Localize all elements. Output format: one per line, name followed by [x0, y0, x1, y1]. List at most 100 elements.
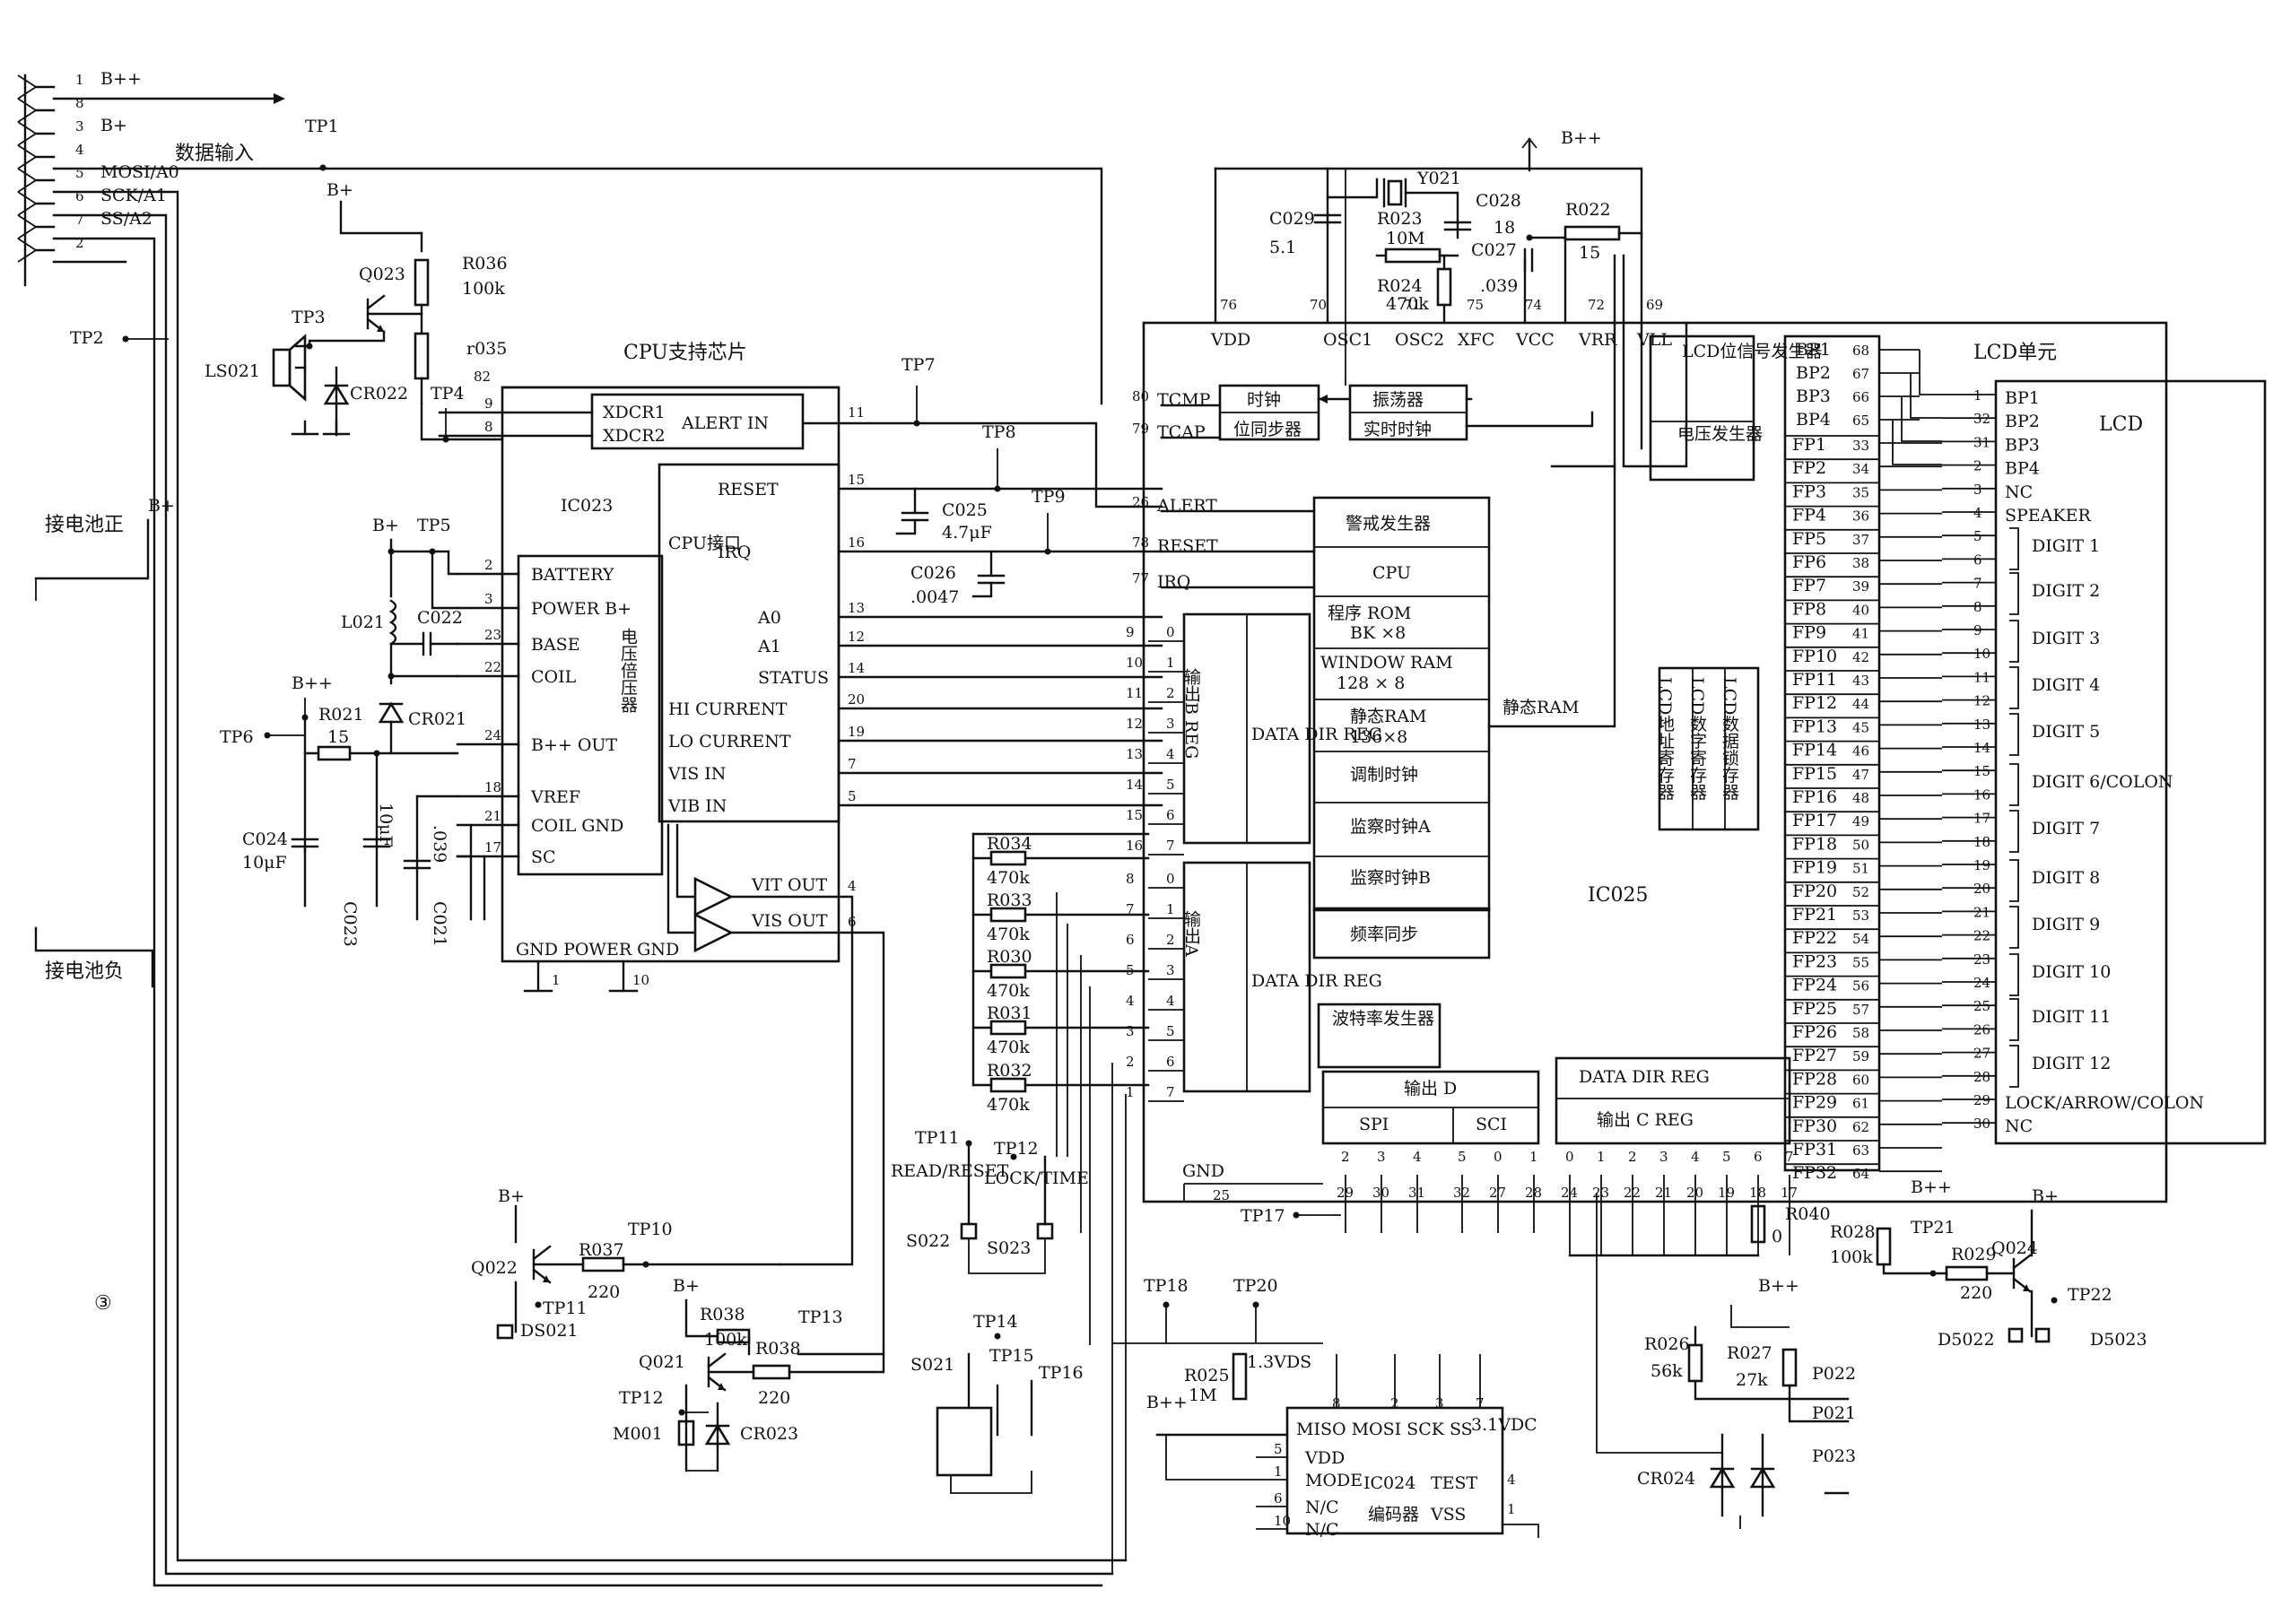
lcd-pin-num: 9	[1973, 622, 1982, 638]
ic025-ref: IC025	[1588, 884, 1649, 907]
port-b-bit: 6	[1166, 807, 1175, 823]
fp-name: FP2	[1792, 458, 1826, 478]
q021-ref: Q021	[639, 1352, 685, 1372]
ic024-vss-num: 1	[1507, 1501, 1516, 1517]
port-d-bit: 1	[1529, 1149, 1538, 1165]
fp-pin: 33	[1852, 438, 1869, 454]
fp-pin: 63	[1852, 1142, 1869, 1159]
port-b-pin: 12	[1126, 716, 1143, 732]
lcd-reg-label: LCD数据锁存器	[1720, 677, 1739, 800]
fp-pin: 53	[1852, 908, 1869, 924]
r036-resistor	[414, 258, 430, 307]
fp-pin: 55	[1852, 954, 1869, 970]
ic023-cpu-name: A1	[757, 637, 781, 656]
r025-resistor	[1232, 1352, 1248, 1401]
ic023-title: CPU支持芯片	[623, 342, 747, 364]
r036-val: 100k	[462, 279, 505, 299]
lcd-pin-num: 32	[1973, 411, 1990, 427]
static-ram-bus-label: 静态RAM	[1502, 698, 1579, 717]
ic025-left-num: 26	[1132, 494, 1149, 510]
lcd-pin-num: 26	[1973, 1021, 1990, 1038]
osc-label: 振荡器	[1372, 390, 1424, 410]
top-rail	[1214, 167, 1643, 239]
lcd-voltage-gen-label: 电压发生器	[1677, 424, 1763, 444]
junction-dot	[2051, 1297, 2058, 1304]
fp-pin: 41	[1852, 626, 1869, 642]
q024-transistor	[2012, 1254, 2032, 1270]
lcd-pin-num: 15	[1973, 763, 1990, 779]
r026-ref: R026	[1644, 1334, 1690, 1354]
ic024-top-pin: 7	[1476, 1395, 1485, 1411]
cpu-stack	[1312, 496, 1491, 912]
ic025-left-num: 80	[1132, 388, 1149, 404]
r028-resistor	[1876, 1227, 1892, 1266]
vit-in-wire	[675, 823, 697, 899]
port-a-bit: 2	[1166, 932, 1175, 948]
ic023-alert-in: ALERT IN	[681, 413, 769, 433]
lcd-pin-num: 18	[1973, 834, 1990, 850]
ic023-xdcr-name: XDCR1	[603, 403, 666, 422]
port-d-bit: 4	[1413, 1149, 1422, 1165]
fp-name: FP32	[1792, 1163, 1837, 1183]
digit-bracket	[2009, 859, 2019, 902]
fp-pin: 47	[1852, 767, 1869, 783]
vit-out-route	[779, 895, 854, 1266]
vis-out-label: VIS OUT	[751, 911, 828, 931]
ic025-pin-column	[1783, 334, 1881, 1172]
ic024-left-name: N/C	[1305, 1498, 1339, 1517]
rom-label: 程序 ROM	[1328, 604, 1411, 623]
lcd-outline	[1994, 379, 2267, 1145]
battery-pos-wire	[34, 518, 150, 580]
ic023-cpu-name: IRQ	[718, 543, 751, 562]
r029-resistor	[1945, 1265, 1989, 1281]
c026-gnd	[971, 581, 993, 598]
junction-dot	[1010, 1153, 1017, 1160]
window-ram-size: 128 × 8	[1337, 673, 1405, 693]
ic023-cpu-name: VIS IN	[667, 764, 726, 784]
lcd-digit-label: DIGIT 1	[2032, 536, 2100, 556]
port-a-pin: 8	[1126, 871, 1135, 887]
lcd-pin-num: 20	[1973, 881, 1990, 897]
lcd-pin-num: 8	[1973, 599, 1982, 615]
connector-pin-label: B+	[100, 116, 127, 135]
ic024-top-pin: 8	[1332, 1395, 1341, 1411]
r026-val: 56k	[1651, 1361, 1683, 1381]
p023-ref: P023	[1812, 1446, 1856, 1466]
lcd-label: LCD	[2099, 413, 2143, 436]
r038b-val: 220	[758, 1388, 790, 1408]
connector-pin-label: B++	[100, 69, 142, 89]
ic024-left-name: N/C	[1305, 1520, 1339, 1540]
lcd-digit-label: DIGIT 5	[2032, 722, 2100, 742]
ic024-left-num: 5	[1274, 1441, 1283, 1457]
ic023-alert-pin: 11	[848, 404, 865, 421]
fp-name: FP9	[1792, 623, 1826, 643]
l021-inductor	[388, 599, 397, 646]
q023-bp: B+	[327, 180, 353, 200]
ic023-cpu-num: 5	[848, 788, 857, 804]
c026-val: .0047	[910, 587, 959, 607]
mosi-wire	[52, 190, 1128, 1562]
port-a-pin: 5	[1126, 962, 1135, 978]
cr023-ref: CR023	[740, 1424, 798, 1444]
ic023-left-num: 22	[484, 659, 501, 675]
ic025-left-name: RESET	[1157, 536, 1218, 556]
ic023-cpu-name: VIB IN	[667, 796, 727, 816]
s023-ref: S023	[987, 1238, 1031, 1258]
static-ram-bus	[1487, 465, 1616, 728]
sck-wire	[52, 213, 1114, 1576]
tp3-wire	[294, 330, 386, 348]
ic024-left-name: MODE	[1305, 1471, 1363, 1490]
fp-pin: 56	[1852, 978, 1869, 994]
port-c-bit: 3	[1659, 1149, 1668, 1165]
tp15-label: TP15	[989, 1346, 1034, 1366]
sw-common	[968, 1238, 1046, 1274]
baud-gen-block	[1317, 1003, 1441, 1069]
ic024-ref: IC024	[1363, 1473, 1415, 1493]
digit-bracket	[2009, 572, 2019, 615]
fp-pin: 58	[1852, 1025, 1869, 1041]
ic024-left-name: VDD	[1304, 1448, 1345, 1468]
freq-sync-block	[1312, 907, 1491, 960]
fp-pin: 54	[1852, 931, 1869, 947]
r027-resistor	[1781, 1348, 1798, 1387]
lcd-digit-label: DIGIT 2	[2032, 581, 2100, 601]
